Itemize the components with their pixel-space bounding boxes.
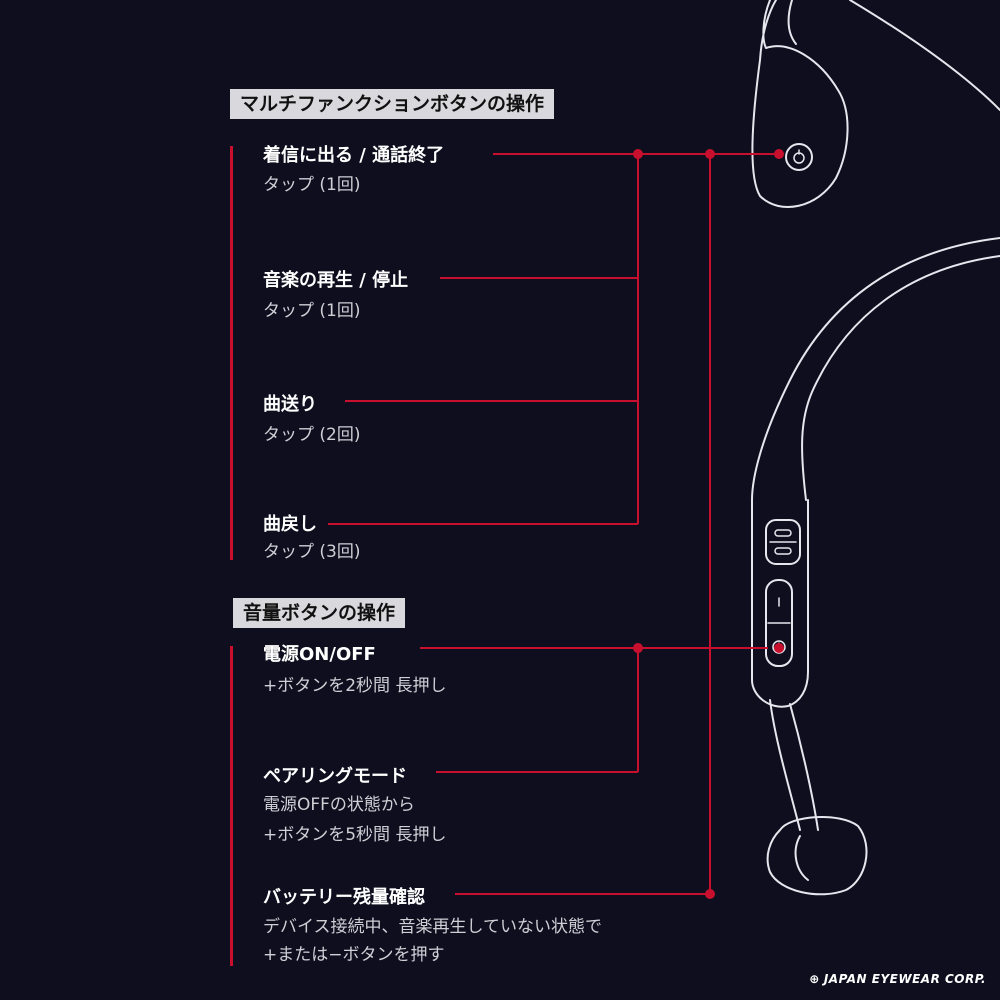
- neckband-outer: [751, 237, 1000, 501]
- item-title-battery: バッテリー残量確認: [263, 887, 425, 908]
- item-desc-battery-line2: +または−ボタンを押す: [263, 945, 445, 965]
- item-title-power: 電源ON/OFF: [263, 644, 376, 665]
- connector-dots: [633, 149, 784, 899]
- item-desc-answer-call: タップ (1回): [263, 175, 361, 195]
- upper-earhook-inner: [787, 0, 797, 45]
- connector-lines: [328, 153, 779, 895]
- item-desc-prev-track: タップ (3回): [263, 542, 361, 562]
- control-body: [751, 499, 809, 708]
- upper-earhook-outline: [751, 0, 849, 208]
- item-title-play-pause: 音楽の再生 / 停止: [263, 270, 409, 291]
- item-desc-next-track: タップ (2回): [263, 425, 361, 445]
- item-title-answer-call: 着信に出る / 通話終了: [263, 145, 445, 166]
- volume-rocker: [765, 579, 793, 667]
- lower-earpiece-inner: [794, 835, 809, 881]
- item-desc-pairing-line2: +ボタンを5秒間 長押し: [263, 825, 447, 845]
- brand-logo-text: JAPAN EYEWEAR CORP.: [823, 972, 986, 986]
- upper-band: [849, 0, 1000, 111]
- sensor-pad: [765, 519, 801, 565]
- volume-section-bar: [230, 646, 233, 966]
- multifunction-button-glyph: [793, 149, 805, 164]
- multifunction-button: [785, 143, 813, 171]
- item-desc-pairing-line1: 電源OFFの状態から: [263, 795, 415, 815]
- multifunction-header: マルチファンクションボタンの操作: [230, 89, 555, 119]
- multifunction-section-bar: [230, 146, 233, 560]
- item-desc-play-pause: タップ (1回): [263, 301, 361, 321]
- item-desc-battery-line1: デバイス接続中、音楽再生していない状態で: [263, 917, 602, 937]
- item-title-next-track: 曲送り: [263, 394, 317, 415]
- item-desc-power: +ボタンを2秒間 長押し: [263, 676, 447, 696]
- brand-logo: ⊕JAPAN EYEWEAR CORP.: [809, 972, 986, 986]
- neckband-inner: [801, 255, 1000, 501]
- item-title-pairing: ペアリングモード: [263, 766, 407, 787]
- lower-earpiece: [766, 816, 868, 896]
- cable-left: [769, 699, 801, 831]
- volume-header: 音量ボタンの操作: [233, 598, 406, 628]
- brand-mark-icon: ⊕: [809, 972, 820, 986]
- item-title-prev-track: 曲戻し: [263, 514, 317, 535]
